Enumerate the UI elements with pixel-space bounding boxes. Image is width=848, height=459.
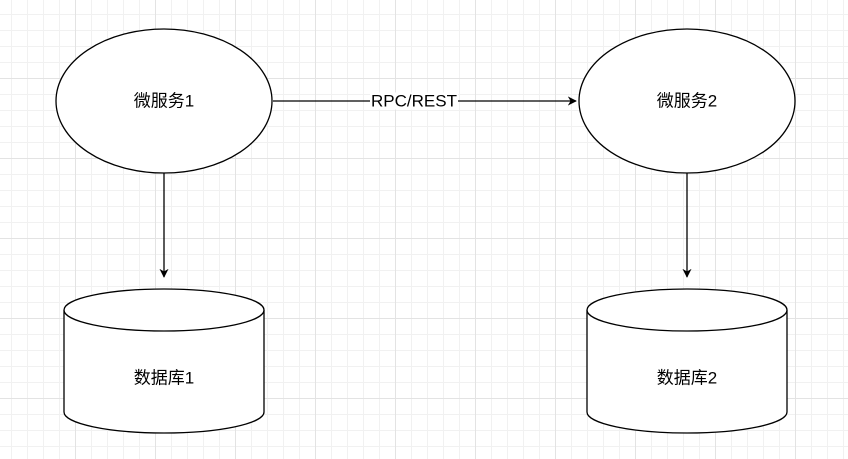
db1-node[interactable] <box>63 288 265 434</box>
db2-label: 数据库2 <box>656 368 718 388</box>
service2-label: 微服务2 <box>656 91 718 111</box>
db2-node[interactable] <box>586 288 788 434</box>
db1-label: 数据库1 <box>133 368 195 388</box>
edge-label-rpc-rest: RPC/REST <box>370 91 458 111</box>
service1-label: 微服务1 <box>133 91 195 111</box>
